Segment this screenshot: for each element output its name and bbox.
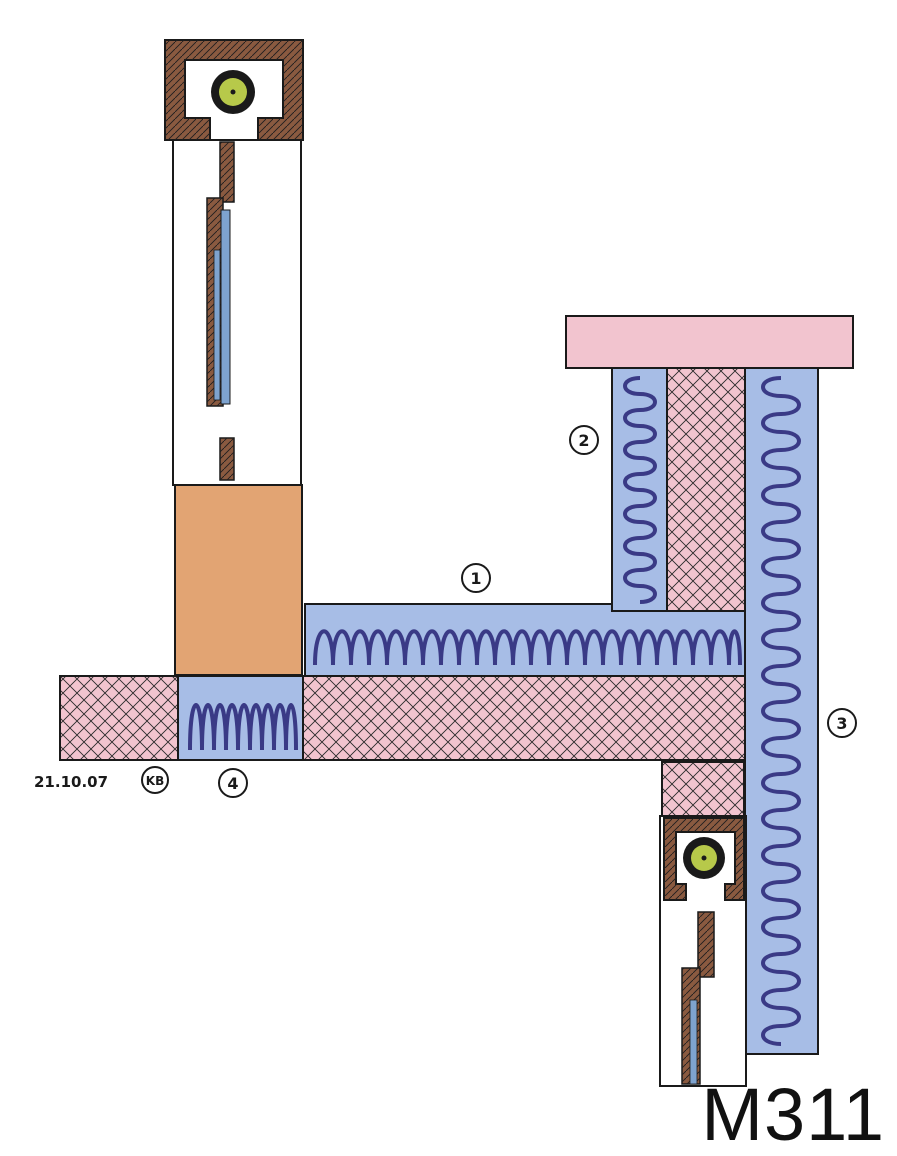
floor-slab — [59, 675, 749, 761]
upper-glass-pane — [213, 249, 221, 401]
lower-channel-profile — [663, 817, 745, 901]
lower-glass-pane — [689, 999, 698, 1085]
insulation-2 — [611, 367, 668, 612]
top-channel-profile — [164, 39, 304, 141]
lower-lintel-masonry — [661, 761, 745, 817]
wood-sill-block — [174, 484, 303, 676]
top-bolt-icon — [211, 70, 255, 114]
parapet-coping — [565, 315, 854, 369]
callout-2: 2 — [569, 425, 599, 455]
parapet-masonry — [666, 367, 746, 612]
insulation-4 — [177, 675, 304, 761]
svg-text:3: 3 — [836, 714, 847, 733]
svg-text:4: 4 — [227, 774, 238, 793]
drawing-code: M311 — [701, 1073, 885, 1156]
svg-text:2: 2 — [578, 431, 589, 450]
insulation-1 — [304, 603, 748, 677]
left-frame-column — [172, 139, 302, 486]
insulation-3 — [744, 367, 819, 1055]
svg-text:1: 1 — [470, 569, 481, 588]
lower-sash — [681, 911, 715, 1085]
callout-1: 1 — [461, 563, 491, 593]
callout-3: 3 — [827, 708, 857, 738]
initials-stamp: KB — [141, 766, 169, 794]
lower-bolt-icon — [683, 837, 725, 879]
date-signature: 21.10.07 — [34, 773, 108, 791]
callout-4: 4 — [218, 768, 248, 798]
svg-text:KB: KB — [146, 774, 164, 788]
